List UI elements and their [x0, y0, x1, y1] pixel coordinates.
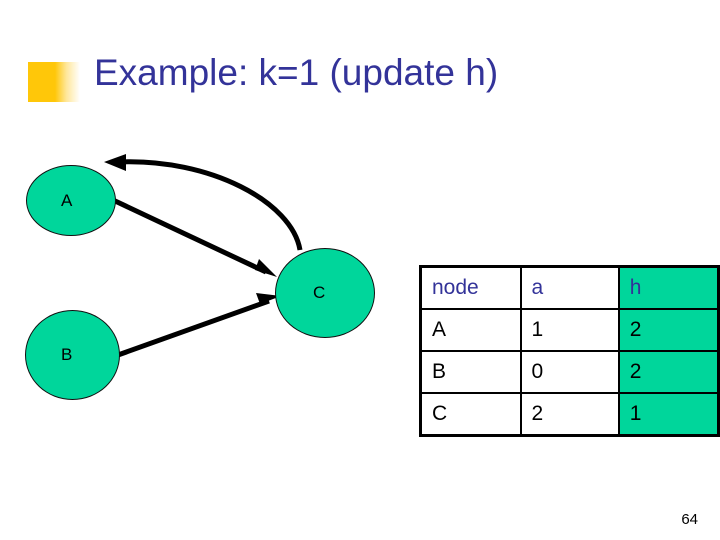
table-row: C 2 1	[419, 392, 720, 437]
edge-c-to-a	[104, 154, 303, 251]
graph-node-a[interactable]	[26, 165, 116, 236]
table-cell-a: 2	[519, 392, 620, 437]
graph-node-b-label: B	[61, 345, 73, 364]
table-row: B 0 2	[419, 350, 720, 394]
table-cell-h: 2	[617, 350, 720, 394]
table-header-a: a	[519, 265, 620, 310]
page-title: Example: k=1 (update h)	[94, 52, 499, 93]
graph-node-c-label: C	[313, 283, 326, 302]
table-cell-node: A	[419, 308, 522, 352]
edge-a-to-c	[111, 197, 277, 277]
table-header-h: h	[617, 265, 720, 310]
graph-diagram: A B C	[0, 130, 420, 430]
edge-b-to-c	[117, 293, 281, 358]
graph-node-c[interactable]	[275, 248, 375, 338]
table-row: A 1 2	[419, 308, 720, 352]
title-bullet-square	[28, 62, 80, 102]
table-cell-node: B	[419, 350, 522, 394]
table-cell-a: 1	[519, 308, 620, 352]
table-cell-node: C	[419, 392, 522, 437]
table-header-node: node	[419, 265, 522, 310]
table-header-row: node a h	[419, 265, 720, 310]
table-cell-h: 1	[617, 392, 720, 437]
table-cell-h: 2	[617, 308, 720, 352]
graph-node-a-label: A	[61, 191, 73, 210]
table-cell-a: 0	[519, 350, 620, 394]
graph-node-b[interactable]	[25, 310, 120, 400]
state-table: node a h A 1 2 B 0 2 C 2 1	[419, 265, 720, 437]
page-number: 64	[681, 511, 698, 528]
